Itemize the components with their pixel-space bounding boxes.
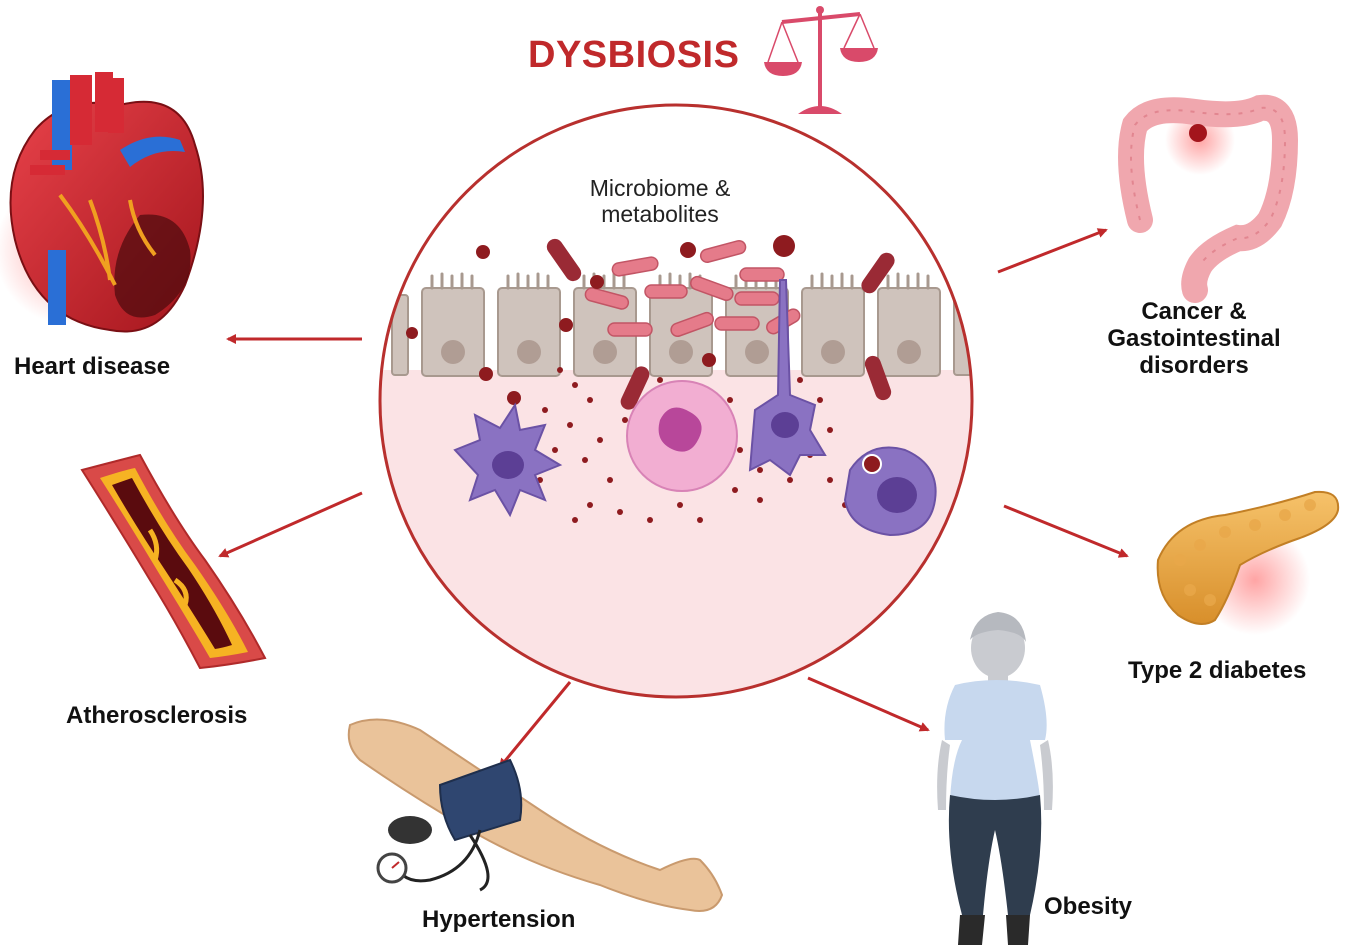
label-hypertension: Hypertension <box>422 906 575 933</box>
dendritic-cell-left <box>453 402 563 518</box>
macrophage <box>843 446 937 537</box>
person-obesity-icon <box>937 612 1053 945</box>
arrow-diabetes <box>1003 504 1129 558</box>
pancreas-icon <box>1156 490 1340 635</box>
arrow-atherosclerosis <box>218 491 363 558</box>
balance-scale-icon <box>764 6 878 114</box>
label-type2-diabetes: Type 2 diabetes <box>1128 657 1306 684</box>
dendritic-cell-right <box>748 279 827 477</box>
label-microbiome-metabolites: Microbiome & metabolites <box>589 175 731 227</box>
artery-icon <box>80 453 267 670</box>
label-obesity: Obesity <box>1044 893 1133 920</box>
dark-bacteria <box>546 238 895 410</box>
label-cancer-line-3: disorders <box>1139 352 1248 379</box>
arrow-cancer <box>997 228 1108 274</box>
epithelial-layer <box>391 287 972 377</box>
arrows <box>218 228 1129 769</box>
cell-nuclei <box>441 340 921 364</box>
label-atherosclerosis: Atherosclerosis <box>66 702 247 729</box>
metabolites <box>406 235 873 523</box>
heart-icon <box>0 72 204 333</box>
colon-icon <box>1118 94 1299 303</box>
label-cancer-line-1: Cancer & <box>1141 298 1246 325</box>
arrow-hypertension <box>498 681 572 769</box>
label-heart-disease: Heart disease <box>14 353 170 380</box>
title-dysbiosis: DYSBIOSIS <box>528 34 740 76</box>
arrow-obesity <box>807 676 930 732</box>
label-cancer-line-2: Gastointestinal <box>1107 325 1280 352</box>
neutrophil <box>626 380 738 492</box>
blood-pressure-cuff-icon <box>347 718 724 912</box>
